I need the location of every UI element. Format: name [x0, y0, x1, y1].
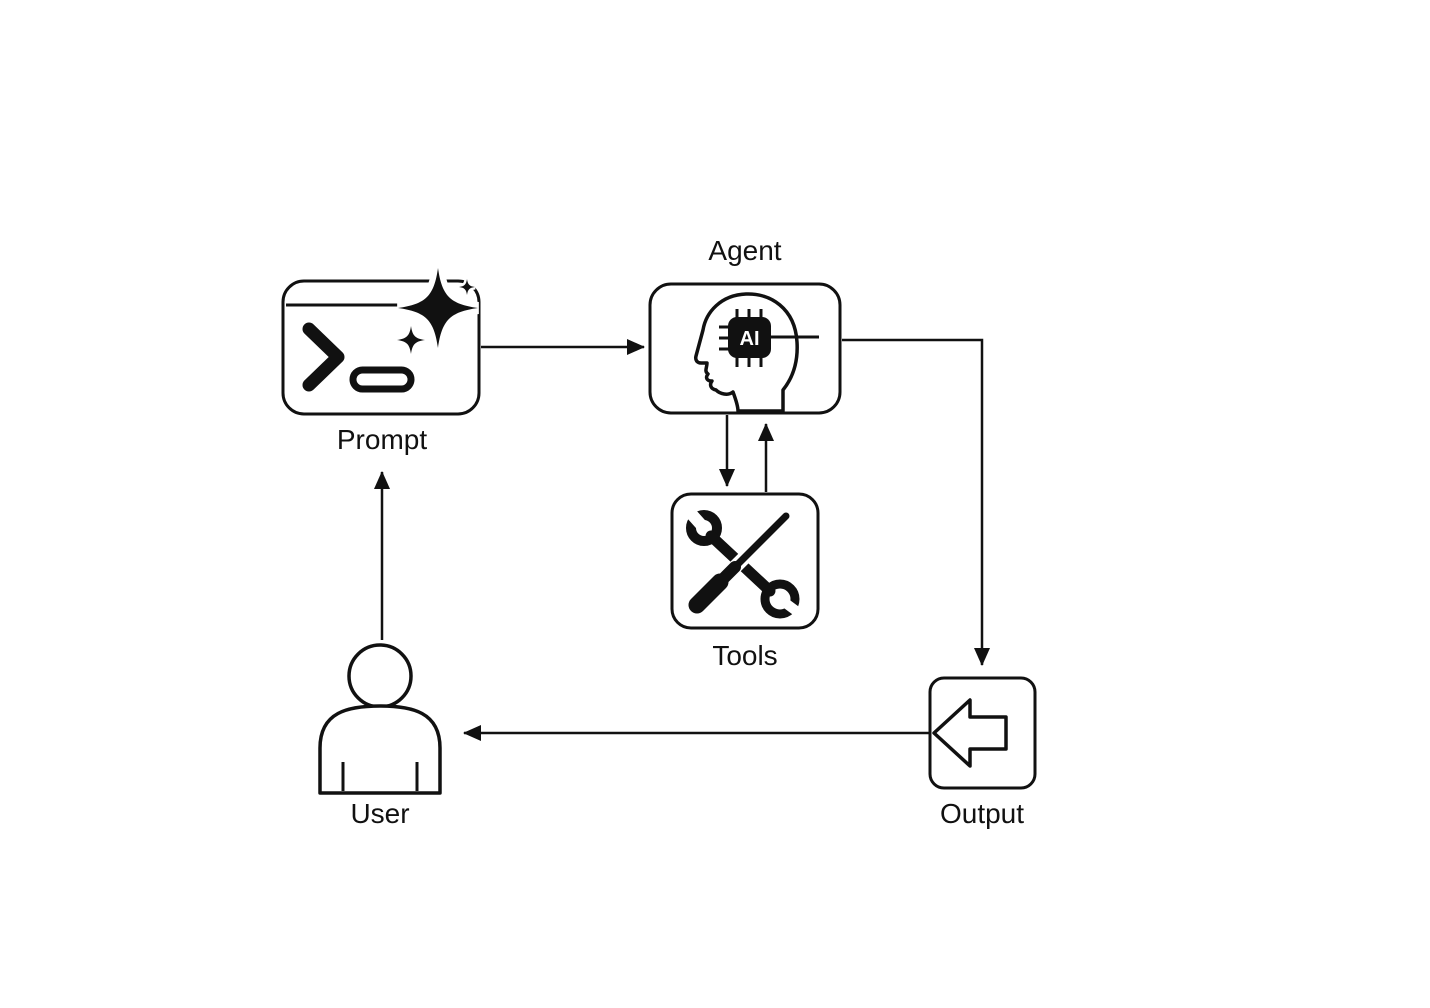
ai-chip-label: AI: [740, 328, 760, 350]
prompt-node: Prompt: [281, 267, 481, 455]
output-label: Output: [940, 798, 1024, 829]
wrench-screwdriver-icon: [682, 504, 802, 619]
prompt-label: Prompt: [337, 424, 427, 455]
exit-arrow-icon: [932, 698, 1008, 768]
tools-label: Tools: [712, 640, 777, 671]
arrow-agent-to-output: [842, 338, 990, 666]
person-icon: [318, 643, 442, 795]
agent-node: Agent AI: [648, 235, 842, 415]
tools-node: Tools: [670, 492, 820, 671]
ai-chip: [728, 317, 771, 358]
ai-head-icon: AI: [694, 292, 819, 413]
terminal-sparkle-icon: [286, 267, 479, 393]
user-label: User: [350, 798, 409, 829]
user-node: User: [318, 643, 442, 829]
output-node: Output: [928, 676, 1037, 829]
agent-label: Agent: [708, 235, 781, 266]
